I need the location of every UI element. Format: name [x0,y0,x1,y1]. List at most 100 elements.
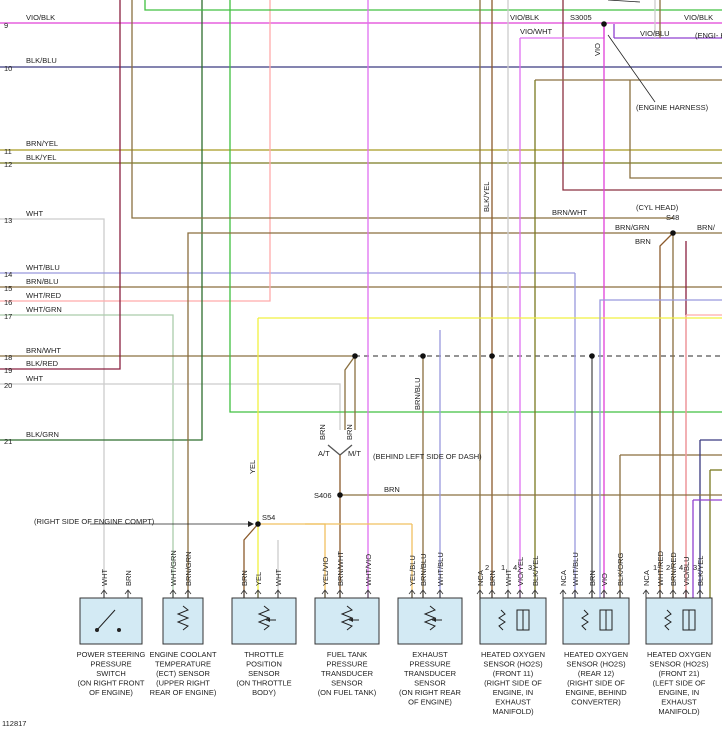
pin-terminal [588,589,596,595]
wire-wht-red [0,0,271,302]
pin-label: BRN [588,570,597,586]
row-label: BLK/RED [26,359,59,368]
component-box [162,597,204,645]
pin-label: WHT/BLU [436,552,445,586]
component-box [79,597,143,645]
pin-label: NCA [559,570,568,586]
row-num: 21 [4,437,12,446]
pin-label: WHT/RED [656,550,665,586]
pin-label: WHT/BLU [571,552,580,586]
pin-label: BRN [240,570,249,586]
label-brn-at: BRN [318,424,327,440]
label-mt: M/T [348,449,361,458]
row-label: BRN/WHT [26,346,61,355]
note-cyl-head: (CYL HEAD) [636,203,679,212]
pin-terminal [184,589,192,595]
splice-ho2s12 [589,353,595,359]
label-s54: S54 [262,513,275,522]
label-s3005: S3005 [570,13,592,22]
label-brn-s48: BRN [635,237,651,246]
pin-number: 3 [693,563,697,572]
pin-label: NCA [642,570,651,586]
pin-terminal [531,589,539,595]
wire-labels: VIO/BLK S3005 VIO/BLK VIO/WHT VIO/BLU (E… [34,0,722,527]
splices [255,21,676,527]
wire-wht-13 [0,218,105,600]
row-num: 16 [4,298,12,307]
label-s406: S406 [314,491,332,500]
pin-terminal [321,589,329,595]
pin-terminal [254,589,262,595]
splice-s48 [670,230,676,236]
wire-blk-grn [0,0,203,441]
pin-terminal [682,589,690,595]
row-label: BLK/GRN [26,430,59,439]
row-label: BRN/BLU [26,277,59,286]
pin-terminal [516,589,524,595]
pin-terminal [336,589,344,595]
row-num: 11 [4,147,12,156]
row-label: BLK/BLU [26,56,57,65]
label-at: A/T [318,449,330,458]
pin-terminal [100,589,108,595]
label-brn-wht-s48: BRN/WHT [552,208,587,217]
row-num: 17 [4,312,12,321]
bus-wires [0,0,722,600]
label-blk-yel-v: BLK/YEL [482,182,491,212]
splice-ho2s11 [489,353,495,359]
component-box [479,597,547,645]
label-brn-blu-v: BRN/BLU [413,377,422,410]
sensor-wiring [243,0,722,600]
pin-number: 2 [666,563,670,572]
note-engine-harness: (ENGI- HARN- [695,31,722,40]
row-num: 12 [4,160,12,169]
pin-number: 1 [501,563,505,572]
splice-s3005 [601,21,607,27]
component-box [231,597,297,645]
row-label: BLK/YEL [26,153,56,162]
component-box [645,597,713,645]
splice-18 [352,353,358,359]
component-box [397,597,463,645]
pin-terminal [274,589,282,595]
pin-terminal [656,589,664,595]
label-vio-blu: VIO/BLU [640,29,670,38]
row-num: 14 [4,270,12,279]
row-num: 10 [4,64,12,73]
row-label: WHT/BLU [26,263,60,272]
row-labels: 9 VIO/BLK 10 BLK/BLU 11 BRN/YEL 12 BLK/Y… [4,13,62,446]
splice-s54 [255,521,261,527]
pin-terminal [408,589,416,595]
splice-s406 [337,492,343,498]
component-box [314,597,380,645]
pin-label: BLK/YEL [696,556,705,586]
top-wiring [131,0,722,600]
label-brn-s406: BRN [384,485,400,494]
pin-label: BRN [124,570,133,586]
pin-label: WHT [504,569,513,586]
pin-label: YEL/BLU [408,555,417,586]
row-label: BRN/YEL [26,139,58,148]
pin-terminal [419,589,427,595]
pin-terminal [600,589,608,595]
pin-label: WHT [100,569,109,586]
pin-number: 1 [653,563,657,572]
note-behind-dash-text: (BEHIND LEFT SIDE OF DASH) [373,452,482,461]
note-behind-dash: (BEHIND LEFT SIDE OF DASH) [373,452,482,461]
wire-blk-red [0,0,121,370]
pin-terminal [169,589,177,595]
